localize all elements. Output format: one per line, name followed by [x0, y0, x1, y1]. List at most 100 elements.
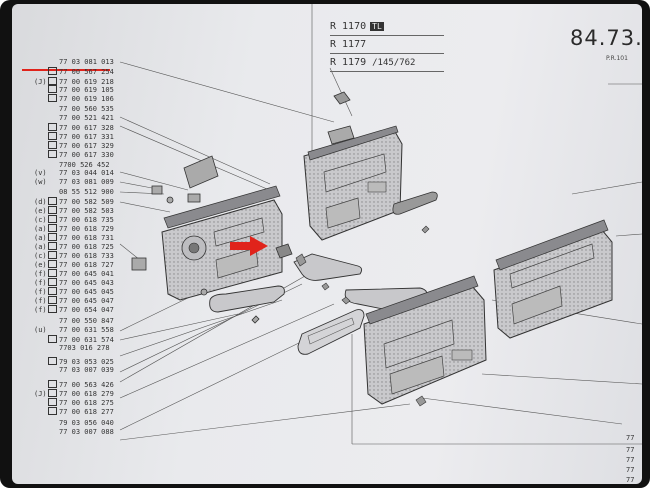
part-number-row: 77 00 563 426 [34, 380, 114, 389]
part-number-row: (d) 77 00 582 509 [34, 197, 114, 206]
part-number: 7703 016 278 [59, 344, 110, 352]
part-number-row: 77 00 560 535 [34, 105, 114, 114]
box-marker-icon [48, 132, 57, 140]
part-number: 77 00 654 047 [59, 306, 114, 314]
box-marker-icon [48, 242, 57, 250]
box-marker-icon [48, 305, 57, 313]
right-edge-number: 77 [626, 446, 635, 454]
part-prefix: (f) [34, 306, 47, 314]
right-edge-number: 77 [626, 434, 635, 442]
box-marker-icon [48, 67, 57, 75]
part-number: 77 00 563 426 [59, 381, 114, 389]
part-number-row: 77 00 617 329 [34, 141, 114, 150]
part-number: 77 00 567 254 [59, 68, 114, 76]
part-number-row: (u)77 00 631 558 [34, 326, 114, 335]
part-prefix: (v) [34, 169, 47, 177]
part-prefix: (c) [34, 216, 47, 224]
box-marker-icon [48, 335, 57, 343]
part-number: 77 00 617 329 [59, 142, 114, 150]
part-number-row: 08 55 512 900 [34, 188, 114, 197]
part-number-row: (a)77 00 618 729 [34, 224, 114, 233]
part-number-row: (a)77 00 618 731 [34, 233, 114, 242]
armrest-left [209, 285, 285, 313]
part-prefix: (d) [34, 198, 47, 206]
part-number: 77 03 081 009 [59, 178, 114, 186]
tl-badge: TL [370, 22, 384, 31]
part-number-row: (f) 77 00 645 043 [34, 278, 114, 287]
part-number-row: (w)77 03 081 009 [34, 178, 114, 187]
door-panel-upper [303, 125, 403, 241]
armrest-cover [297, 309, 365, 355]
part-number-row: 77 00 567 254 [34, 67, 114, 76]
part-number: 7700 526 452 [59, 161, 110, 169]
part-number: 77 00 631 574 [59, 336, 114, 344]
part-number: 77 00 617 330 [59, 151, 114, 159]
box-marker-icon [48, 269, 57, 277]
trim-strip-right [392, 191, 438, 407]
box-marker-icon [48, 215, 57, 223]
part-number-row: 77 00 618 277 [34, 407, 114, 416]
box-marker-icon [48, 380, 57, 388]
door-panel-left [161, 185, 283, 301]
box-marker-icon [48, 251, 57, 259]
model-row-2: R 1179/145/762 [330, 54, 444, 72]
part-number-row: 77 00 617 330 [34, 150, 114, 159]
part-prefix: (J) [34, 390, 47, 398]
part-number: 77 00 645 041 [59, 270, 114, 278]
part-number: 08 55 512 900 [59, 188, 114, 196]
pull-handle-centre [275, 243, 363, 291]
part-number-row: 79 03 053 025 [34, 357, 114, 366]
part-number: 77 00 582 509 [59, 198, 114, 206]
part-prefix: (a) [34, 234, 47, 242]
part-prefix: (J) [34, 78, 47, 86]
part-number: 77 03 081 013 [59, 58, 114, 66]
right-edge-number: 77 [626, 466, 635, 474]
box-marker-icon [48, 85, 57, 93]
part-number: 77 00 560 535 [59, 105, 114, 113]
part-number: 77 00 645 043 [59, 279, 114, 287]
part-number-row: (f) 77 00 645 041 [34, 269, 114, 278]
box-marker-icon [48, 260, 57, 268]
box-marker-icon [48, 77, 57, 85]
part-number-row: (f)77 00 645 047 [34, 296, 114, 305]
part-number-row: 77 03 007 039 [34, 366, 114, 375]
part-number-row: (c)77 00 618 733 [34, 251, 114, 260]
part-number-row: (e)77 00 618 727 [34, 260, 114, 269]
part-number-row: (v)77 03 044 014 [34, 169, 114, 178]
part-number-row: 77 00 631 574 [34, 335, 114, 344]
part-number: 77 00 619 106 [59, 95, 114, 103]
part-number-row: 7700 526 452 [34, 161, 110, 170]
part-prefix: (a) [34, 225, 47, 233]
part-number: 79 03 053 025 [59, 358, 114, 366]
part-number-row: 77 00 550 847 [34, 317, 114, 326]
red-pointer-arrow [230, 236, 268, 256]
box-marker-icon [48, 398, 57, 406]
right-edge-number: 77 [626, 476, 635, 484]
part-number: 77 00 617 328 [59, 124, 114, 132]
part-number: 77 00 618 725 [59, 243, 114, 251]
box-marker-icon [48, 224, 57, 232]
part-number: 77 00 618 277 [59, 408, 114, 416]
part-number-row: (f) 77 00 654 047 [34, 305, 114, 314]
trim-clip-top [327, 91, 355, 145]
part-number-row: (f)77 00 645 045 [34, 287, 114, 296]
box-marker-icon [48, 233, 57, 241]
part-number: 77 00 617 331 [59, 133, 114, 141]
part-number-row: (e)77 00 582 503 [34, 206, 114, 215]
part-number-row: (a) 77 00 618 725 [34, 242, 114, 251]
part-number: 77 03 007 088 [59, 428, 114, 436]
part-prefix: (f) [34, 297, 47, 305]
part-prefix: (e) [34, 261, 47, 269]
part-prefix: (f) [34, 270, 47, 278]
small-fittings-left [131, 155, 260, 324]
part-prefix: (f) [34, 279, 47, 287]
box-marker-icon [48, 278, 57, 286]
part-prefix: (f) [34, 288, 47, 296]
part-prefix: (a) [34, 243, 47, 251]
part-number: 77 00 618 279 [59, 390, 114, 398]
part-number-row: 7703 016 278 [34, 344, 110, 353]
part-number: 77 00 631 558 [59, 326, 114, 334]
